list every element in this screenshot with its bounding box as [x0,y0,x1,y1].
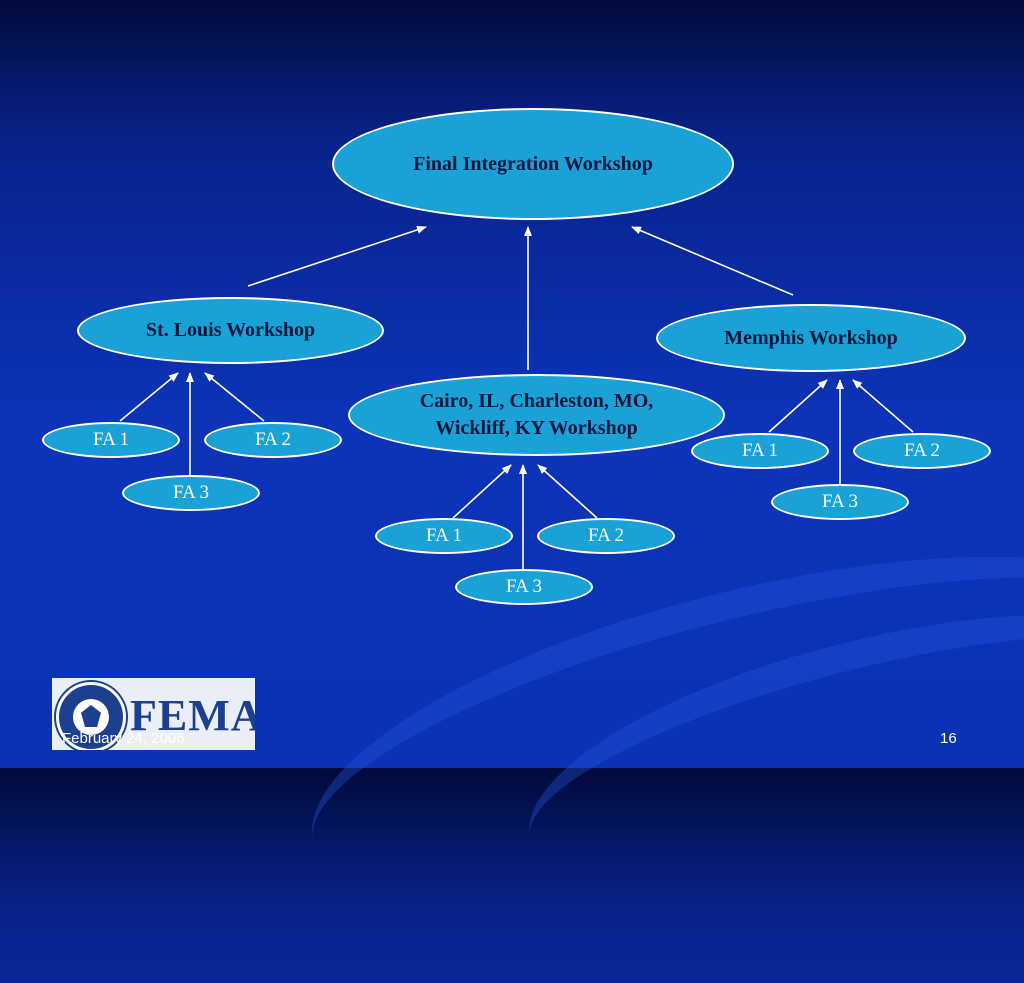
cairo-workshop-label-line1: Cairo, IL, Charleston, MO, [419,390,654,412]
fa-label: FA 1 [425,525,463,546]
st-louis-workshop-label: St. Louis Workshop [145,319,316,341]
cairo-fa3-node: FA 3 [455,569,593,605]
fa-label: FA 3 [821,491,859,512]
connector-memphis-fa1 [768,379,828,433]
st-louis-fa3-node: FA 3 [122,475,260,511]
memphis-fa1-node: FA 1 [691,433,829,469]
memphis-workshop-label: Memphis Workshop [724,326,898,349]
final-integration-workshop-label: Final Integration Workshop [413,152,653,175]
st-louis-fa2-node: FA 2 [204,422,342,458]
fema-logo-text: FEMA [130,691,255,740]
cairo-fa1-node: FA 1 [375,518,513,554]
memphis-workshop-node: Memphis Workshop [656,304,966,372]
st-louis-fa1-node: FA 1 [42,422,180,458]
connector-cairo-fa2 [537,464,598,519]
dhs-seal-icon [56,682,126,750]
memphis-fa2-node: FA 2 [853,433,991,469]
connector-memphis-fa2 [852,379,914,433]
fa-label: FA 1 [741,440,779,461]
cairo-fa2-node: FA 2 [537,518,675,554]
connector-stlouis-to-final [247,226,427,287]
fa-label: FA 2 [587,525,625,546]
connector-stlouis-fa2 [204,372,265,422]
st-louis-workshop-node: St. Louis Workshop [77,297,384,364]
fema-logo: FEMA [52,678,255,750]
connector-stlouis-fa1 [119,372,179,422]
fa-label: FA 2 [254,429,292,450]
footer-date: February 24, 2006 [62,730,185,747]
connector-memphis-to-final [631,226,794,296]
final-integration-workshop-node: Final Integration Workshop [332,108,734,220]
cairo-workshop-label-line2: Wickliff, KY Workshop [435,417,638,439]
diagram-connectors [119,226,914,519]
fa-label: FA 3 [505,576,543,597]
connector-cairo-fa1 [452,464,512,519]
memphis-fa3-node: FA 3 [771,484,909,520]
fa-label: FA 1 [92,429,130,450]
fa-label: FA 2 [903,440,941,461]
fa-label: FA 3 [172,482,210,503]
page-number: 16 [940,730,957,747]
cairo-workshop-node: Cairo, IL, Charleston, MO, Wickliff, KY … [348,374,725,456]
